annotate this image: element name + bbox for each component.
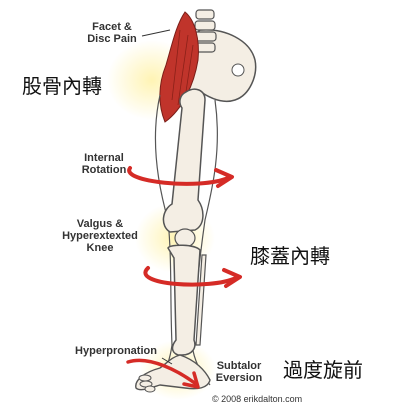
label-subtalor-eversion: Subtalor Eversion xyxy=(215,360,263,384)
facet-leader-line xyxy=(141,29,171,37)
psoas-muscle xyxy=(159,11,199,123)
label-hip-internal-rotation-zh: 股骨內轉 xyxy=(22,74,102,98)
toes xyxy=(138,374,156,393)
label-valgus-knee: Valgus & Hyperextexted Knee xyxy=(62,218,138,254)
tibia xyxy=(167,244,201,356)
hip-rotation-arrow xyxy=(127,166,234,188)
foot-eversion-arrow xyxy=(126,358,200,389)
knee-rotation-arrow xyxy=(143,266,242,288)
patella xyxy=(174,228,196,248)
label-hyperpronation: Hyperpronation xyxy=(75,345,157,357)
label-knee-internal-rotation-zh: 膝蓋內轉 xyxy=(250,244,330,268)
fibula xyxy=(195,254,207,346)
label-facet-disc-pain: Facet & Disc Pain xyxy=(87,21,137,45)
hyperpronation-leader-line xyxy=(161,357,173,365)
copyright-notice: © 2008 erikdalton.com xyxy=(212,394,303,404)
label-internal-rotation: Internal Rotation xyxy=(81,152,127,176)
label-over-pronation-zh: 過度旋前 xyxy=(283,358,363,382)
